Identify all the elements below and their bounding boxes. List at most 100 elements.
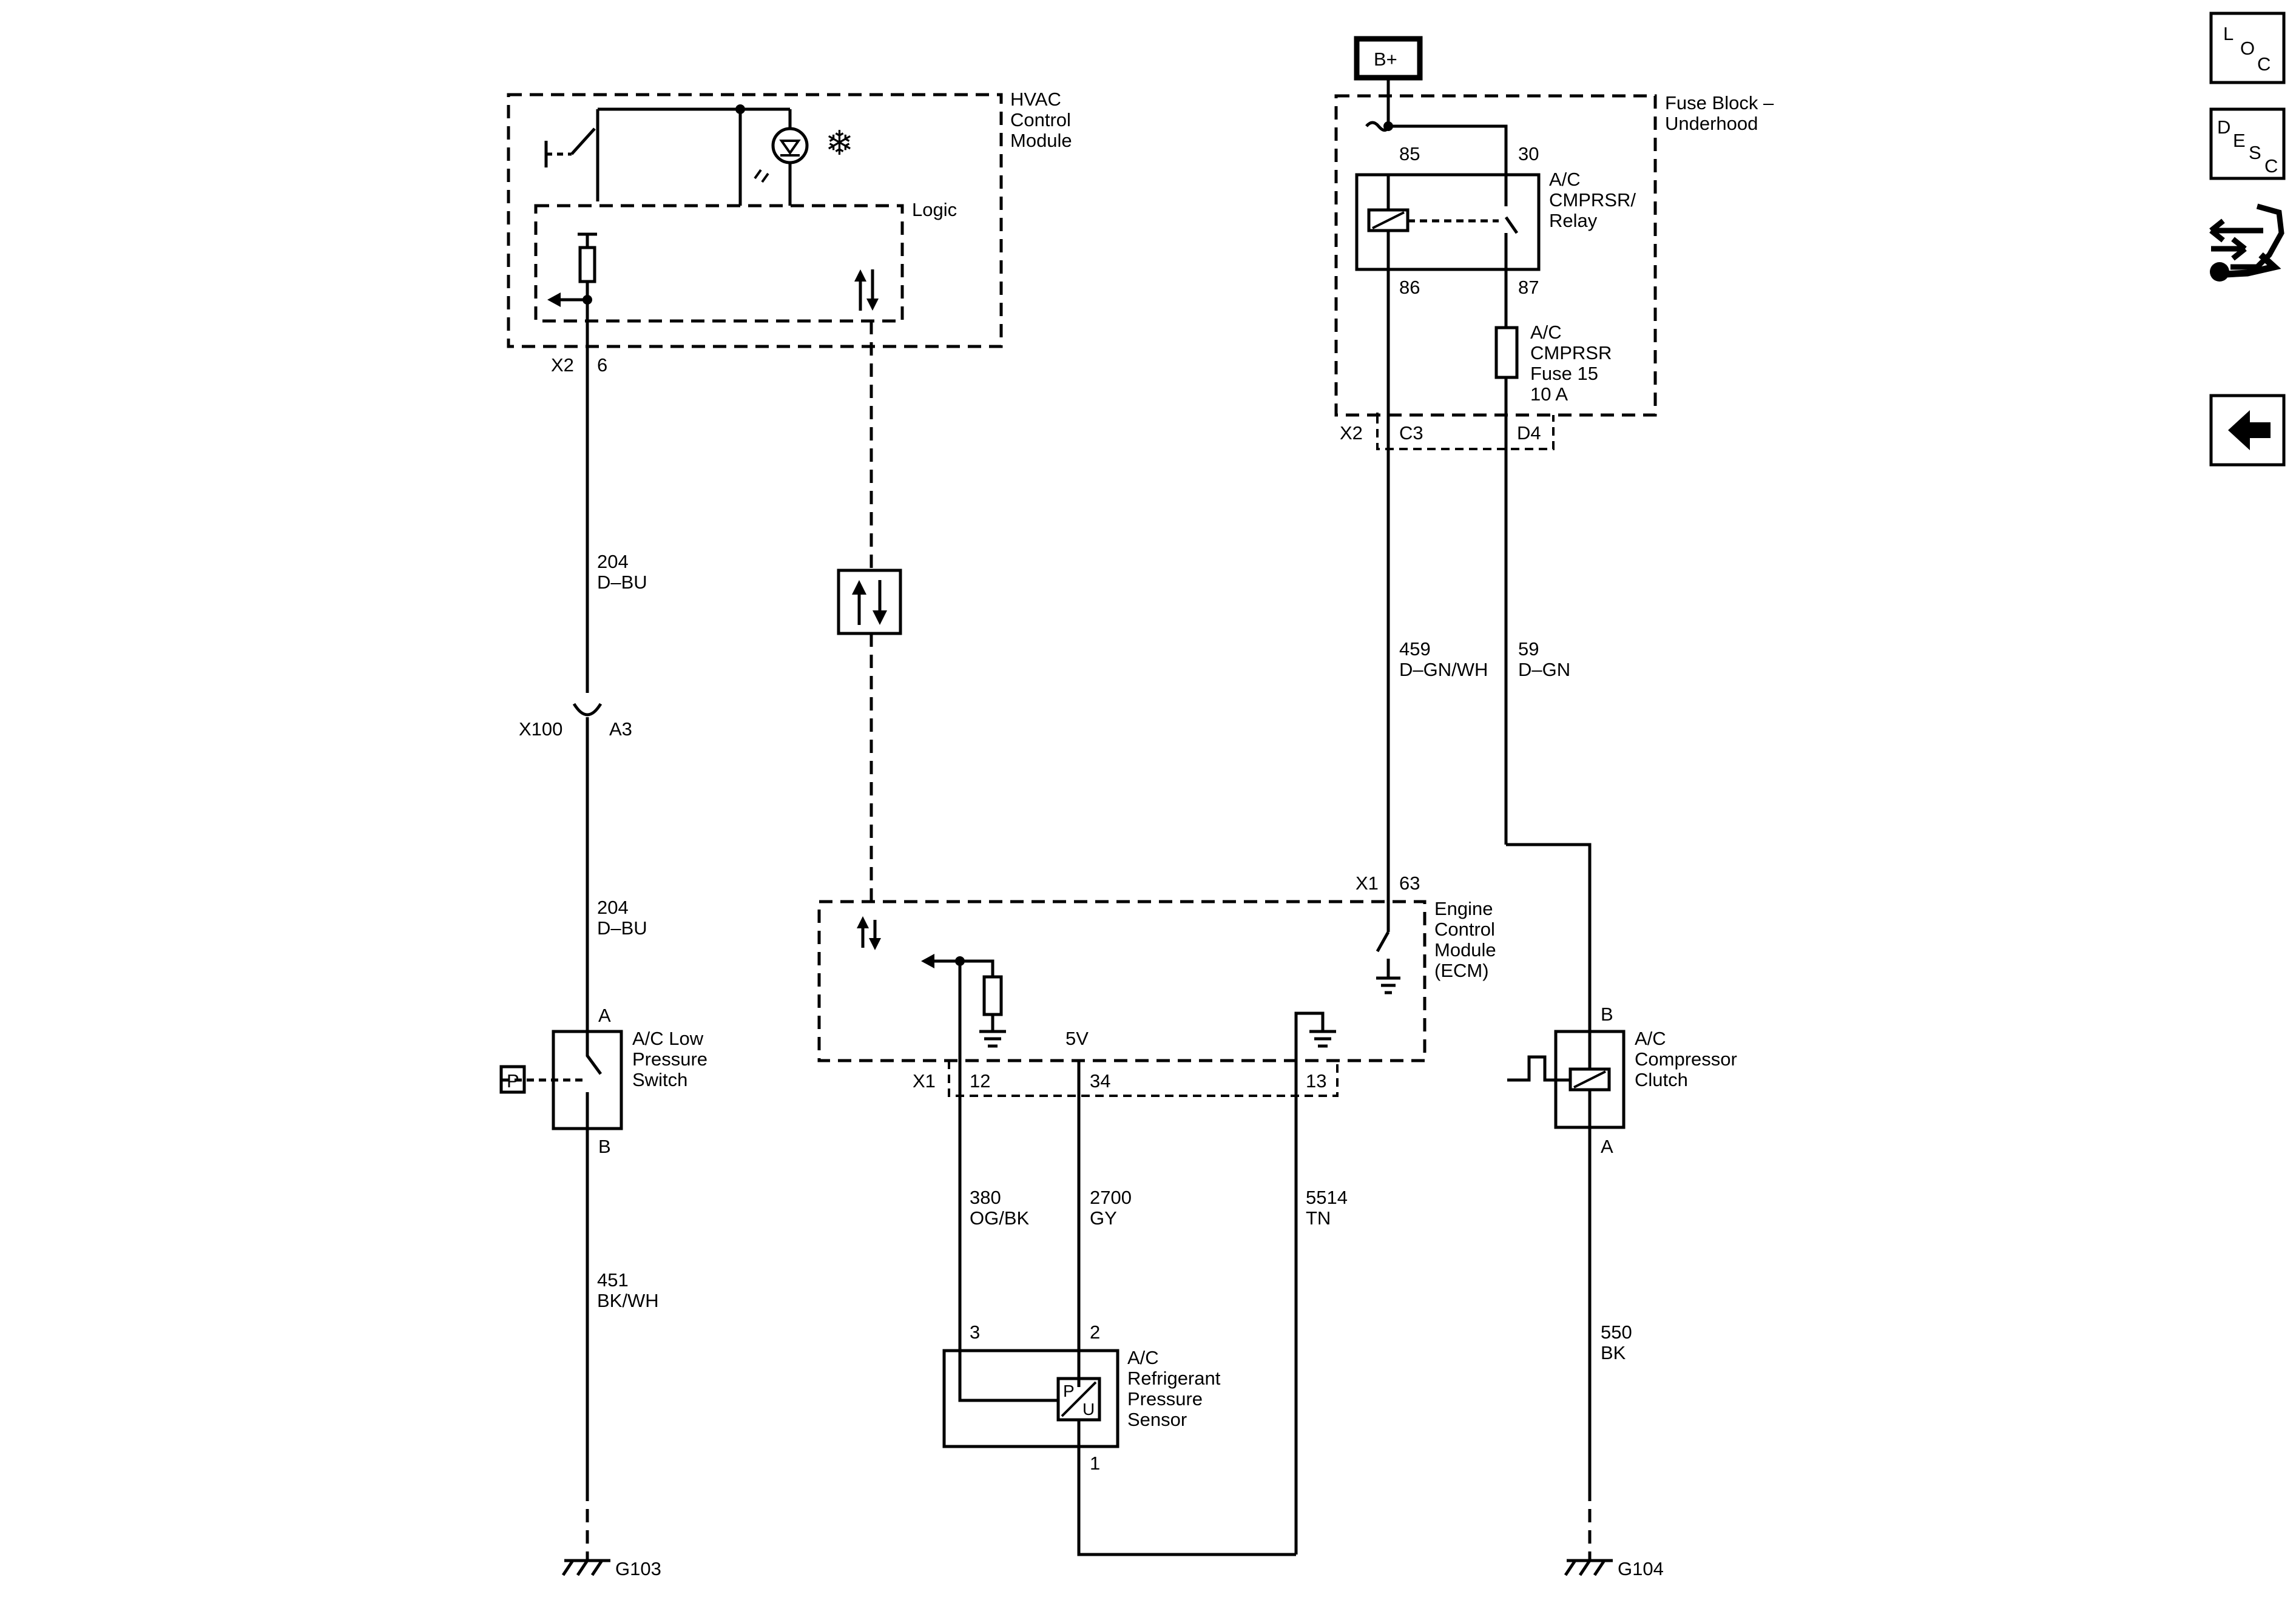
svg-text:BK: BK bbox=[1601, 1342, 1626, 1363]
svg-text:12: 12 bbox=[970, 1070, 990, 1092]
repair-icon[interactable] bbox=[2209, 203, 2284, 282]
svg-text:S: S bbox=[2249, 142, 2261, 163]
svg-text:B: B bbox=[598, 1136, 611, 1157]
location-button[interactable]: L O C bbox=[2209, 12, 2286, 84]
svg-text:Control: Control bbox=[1434, 919, 1495, 940]
hvac-module-label: HVAC Control Module bbox=[1010, 89, 1072, 151]
hvac-connector-label: X2 bbox=[551, 354, 574, 376]
svg-text:A3: A3 bbox=[609, 718, 632, 740]
svg-text:204: 204 bbox=[597, 897, 629, 918]
engine-control-module: Engine Control Module (ECM) X1 63 5V X1 … bbox=[817, 873, 1496, 1555]
svg-text:Fuse Block –: Fuse Block – bbox=[1665, 92, 1774, 113]
svg-text:380: 380 bbox=[970, 1187, 1001, 1208]
svg-text:34: 34 bbox=[1090, 1070, 1110, 1092]
svg-text:63: 63 bbox=[1399, 873, 1420, 894]
hvac-pin-label: 6 bbox=[597, 354, 607, 376]
svg-text:E: E bbox=[2233, 130, 2246, 151]
low-pressure-circuit: 204 D–BU X100 A3 204 D–BU P A B A/C Low … bbox=[499, 300, 707, 1579]
serial-data-link bbox=[837, 321, 902, 904]
svg-text:B+: B+ bbox=[1374, 49, 1397, 70]
svg-text:OG/BK: OG/BK bbox=[970, 1207, 1030, 1229]
svg-text:10 A: 10 A bbox=[1530, 383, 1568, 405]
svg-text:A/C: A/C bbox=[1127, 1347, 1159, 1368]
svg-text:Refrigerant: Refrigerant bbox=[1127, 1368, 1221, 1389]
svg-text:A/C: A/C bbox=[1635, 1028, 1666, 1049]
svg-text:30: 30 bbox=[1518, 143, 1539, 164]
hvac-control-module: ❄ HVAC Control Module Logic X2 6 bbox=[507, 89, 1072, 376]
svg-text:G103: G103 bbox=[615, 1558, 661, 1579]
svg-text:Clutch: Clutch bbox=[1635, 1069, 1688, 1090]
fuse-block-underhood: B+ 85 30 86 87 A/C CMPRSR/ Relay A/C CMP… bbox=[1334, 36, 1774, 845]
svg-text:85: 85 bbox=[1399, 143, 1420, 164]
svg-text:Fuse 15: Fuse 15 bbox=[1530, 363, 1598, 384]
svg-text:86: 86 bbox=[1399, 277, 1420, 298]
svg-text:X1: X1 bbox=[913, 1070, 936, 1092]
compressor-clutch-circuit: B A A/C Compressor Clutch 550 BK G104 bbox=[1506, 843, 1737, 1579]
svg-text:D–BU: D–BU bbox=[597, 572, 647, 593]
svg-text:A/C: A/C bbox=[1549, 169, 1581, 190]
svg-text:HVAC: HVAC bbox=[1010, 89, 1061, 110]
svg-text:A/C Low: A/C Low bbox=[632, 1028, 704, 1049]
svg-text:A: A bbox=[598, 1005, 611, 1026]
svg-text:GY: GY bbox=[1090, 1207, 1117, 1229]
svg-text:3: 3 bbox=[970, 1322, 980, 1343]
svg-text:D–GN/WH: D–GN/WH bbox=[1399, 659, 1488, 680]
svg-text:87: 87 bbox=[1518, 277, 1539, 298]
svg-text:(ECM): (ECM) bbox=[1434, 960, 1489, 981]
svg-text:59: 59 bbox=[1518, 638, 1539, 660]
svg-text:U: U bbox=[1082, 1400, 1095, 1419]
low-pressure-switch: P A B A/C Low Pressure Switch bbox=[499, 1005, 707, 1157]
svg-text:Underhood: Underhood bbox=[1665, 113, 1758, 134]
svg-text:204: 204 bbox=[597, 551, 629, 572]
svg-text:O: O bbox=[2240, 38, 2255, 59]
svg-text:Switch: Switch bbox=[632, 1069, 687, 1090]
svg-text:Pressure: Pressure bbox=[1127, 1388, 1203, 1409]
svg-text:5V: 5V bbox=[1065, 1028, 1089, 1049]
svg-text:D–GN: D–GN bbox=[1518, 659, 1570, 680]
svg-text:Compressor: Compressor bbox=[1635, 1048, 1737, 1070]
svg-text:Pressure: Pressure bbox=[632, 1048, 707, 1070]
svg-text:C: C bbox=[2257, 53, 2271, 75]
svg-text:P: P bbox=[1063, 1382, 1075, 1400]
svg-text:451: 451 bbox=[597, 1269, 629, 1291]
snowflake-icon: ❄ bbox=[825, 124, 854, 162]
svg-text:L: L bbox=[2223, 23, 2234, 44]
svg-text:C3: C3 bbox=[1399, 422, 1423, 444]
svg-text:1: 1 bbox=[1090, 1453, 1100, 1474]
svg-text:459: 459 bbox=[1399, 638, 1431, 660]
svg-text:2: 2 bbox=[1090, 1322, 1100, 1343]
svg-text:A: A bbox=[1601, 1136, 1613, 1157]
back-arrow-icon[interactable] bbox=[2209, 394, 2286, 467]
svg-text:Sensor: Sensor bbox=[1127, 1409, 1187, 1430]
svg-text:Engine: Engine bbox=[1434, 898, 1493, 919]
svg-text:CMPRSR/: CMPRSR/ bbox=[1549, 189, 1636, 211]
ground-g104: G104 bbox=[1564, 1558, 1664, 1579]
description-button[interactable]: D E S C bbox=[2209, 107, 2286, 180]
svg-text:G104: G104 bbox=[1618, 1558, 1664, 1579]
svg-text:CMPRSR: CMPRSR bbox=[1530, 342, 1612, 363]
svg-text:Module: Module bbox=[1434, 939, 1496, 960]
logic-label: Logic bbox=[912, 199, 957, 220]
svg-text:C: C bbox=[2264, 155, 2278, 177]
svg-text:13: 13 bbox=[1306, 1070, 1326, 1092]
svg-text:A/C: A/C bbox=[1530, 322, 1562, 343]
svg-text:BK/WH: BK/WH bbox=[597, 1290, 659, 1311]
svg-text:X2: X2 bbox=[1340, 422, 1363, 444]
svg-text:X1: X1 bbox=[1356, 873, 1379, 894]
svg-text:B: B bbox=[1601, 1004, 1613, 1025]
svg-text:2700: 2700 bbox=[1090, 1187, 1132, 1208]
refrigerant-pressure-sensor: P U 3 2 1 A/C Refrigerant Pressure Senso… bbox=[942, 1322, 1296, 1556]
svg-text:D: D bbox=[2217, 116, 2230, 138]
svg-text:Relay: Relay bbox=[1549, 210, 1598, 231]
svg-text:P: P bbox=[507, 1070, 519, 1092]
svg-text:5514: 5514 bbox=[1306, 1187, 1348, 1208]
svg-text:TN: TN bbox=[1306, 1207, 1331, 1229]
svg-text:550: 550 bbox=[1601, 1322, 1632, 1343]
ground-g103: G103 bbox=[561, 1558, 661, 1579]
svg-text:D4: D4 bbox=[1517, 422, 1541, 444]
inline-connector-label: X100 bbox=[519, 718, 562, 740]
svg-text:Module: Module bbox=[1010, 130, 1072, 151]
svg-text:Control: Control bbox=[1010, 109, 1071, 130]
svg-text:D–BU: D–BU bbox=[597, 917, 647, 939]
